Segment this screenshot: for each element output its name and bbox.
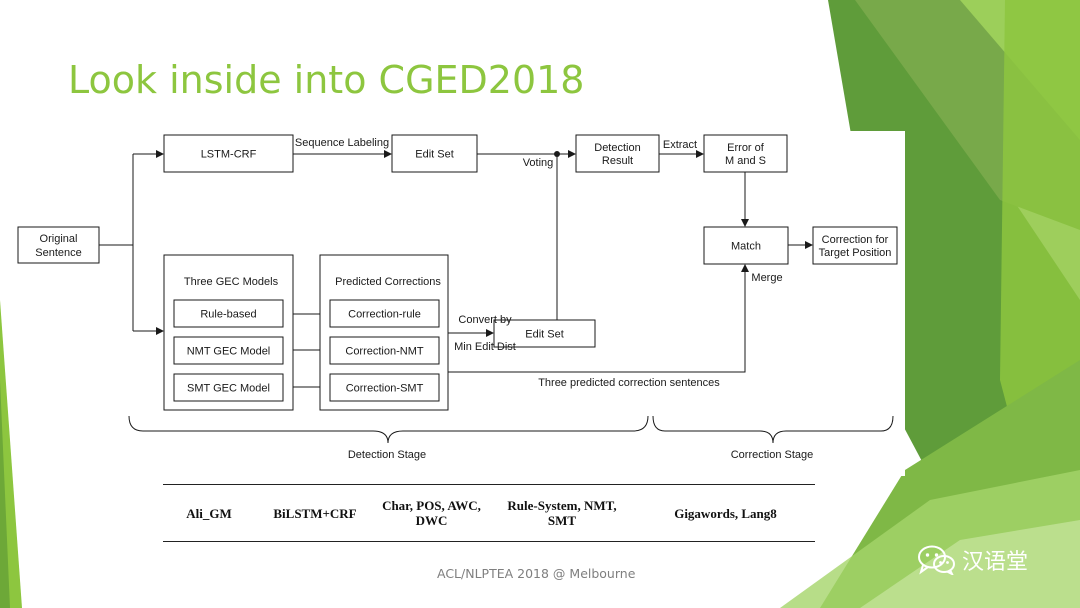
label-correction-rule: Correction-rule [348, 309, 421, 321]
label-nmt-gec: NMT GEC Model [187, 346, 271, 358]
node-smt-gec [173, 373, 284, 402]
bg-shape-pale [860, 520, 1080, 608]
label-correction-stage: Correction Stage [731, 449, 814, 461]
table-cell-features: Char, POS, AWC,DWC [382, 498, 481, 528]
node-original-sentence [17, 226, 100, 264]
label-predicted-corrections: Predicted Corrections [335, 276, 441, 288]
edge-original-split [99, 154, 134, 331]
wechat-icon [918, 545, 955, 575]
node-correction-rule [329, 299, 440, 328]
node-edit-set-bottom [493, 319, 596, 348]
label-original-1: Original [40, 233, 78, 245]
table-cell-systems: Rule-System, NMT,SMT [507, 498, 617, 528]
label-edit-set-top: Edit Set [415, 149, 454, 161]
slide-title: Look inside into CGED2018 [68, 58, 585, 102]
brand-watermark: 汉语堂 [918, 544, 1028, 576]
edge-merge [448, 264, 749, 373]
detection-stage-brace [128, 415, 649, 444]
label-error-2: M and S [725, 155, 766, 167]
node-correction-nmt [329, 336, 440, 365]
node-lstm-crf [163, 134, 294, 173]
label-correction-smt: Correction-SMT [346, 383, 424, 395]
label-detection-1: Detection [594, 142, 640, 154]
node-detection-result [575, 134, 660, 173]
voting-junction [554, 151, 560, 157]
table-cell-data: Gigawords, Lang8 [674, 505, 777, 521]
label-min-edit-dist: Min Edit Dist [454, 341, 516, 353]
label-smt-gec: SMT GEC Model [187, 383, 270, 395]
comparison-table: Ali_GM BiLSTM+CRF Char, POS, AWC,DWC Rul… [163, 484, 815, 542]
table-cell-ali-gm: Ali_GM [186, 505, 232, 521]
correction-stage-brace [652, 415, 894, 444]
label-voting: Voting [523, 157, 554, 169]
table-cell-bilstm-crf: BiLSTM+CRF [273, 505, 357, 521]
label-three-predicted: Three predicted correction sentences [538, 377, 720, 389]
label-extract: Extract [663, 139, 697, 151]
label-edit-set-bottom: Edit Set [525, 329, 564, 341]
label-three-gec: Three GEC Models [184, 276, 279, 288]
node-correction-smt [329, 373, 440, 402]
slide-footer: ACL/NLPTEA 2018 @ Melbourne [437, 566, 636, 581]
label-merge: Merge [751, 272, 782, 284]
label-detection-2: Result [602, 155, 633, 167]
brand-name: 汉语堂 [962, 550, 1029, 575]
label-lstm-crf: LSTM-CRF [201, 149, 257, 161]
bg-shape-left-dark [0, 380, 10, 608]
pipeline-diagram: Original Sentence LSTM-CRF Edit Set Dete… [15, 131, 905, 476]
label-sequence-labeling: Sequence Labeling [295, 137, 389, 149]
label-convert-by: Convert by [458, 314, 512, 326]
label-correction-nmt: Correction-NMT [345, 346, 424, 358]
label-correction-target-1: Correction for [822, 234, 889, 246]
node-error-m-s [703, 134, 788, 173]
node-rule-based [173, 299, 284, 328]
label-error-1: Error of [727, 142, 765, 154]
label-rule-based: Rule-based [200, 309, 256, 321]
node-correction-target [812, 226, 898, 265]
label-match: Match [731, 241, 761, 253]
node-edit-set-top [391, 134, 478, 173]
label-correction-target-2: Target Position [819, 247, 892, 259]
label-original-2: Sentence [35, 247, 81, 259]
node-nmt-gec [173, 336, 284, 365]
label-detection-stage: Detection Stage [348, 449, 426, 461]
node-match [703, 226, 789, 265]
diagram-canvas: Original Sentence LSTM-CRF Edit Set Dete… [17, 134, 898, 461]
